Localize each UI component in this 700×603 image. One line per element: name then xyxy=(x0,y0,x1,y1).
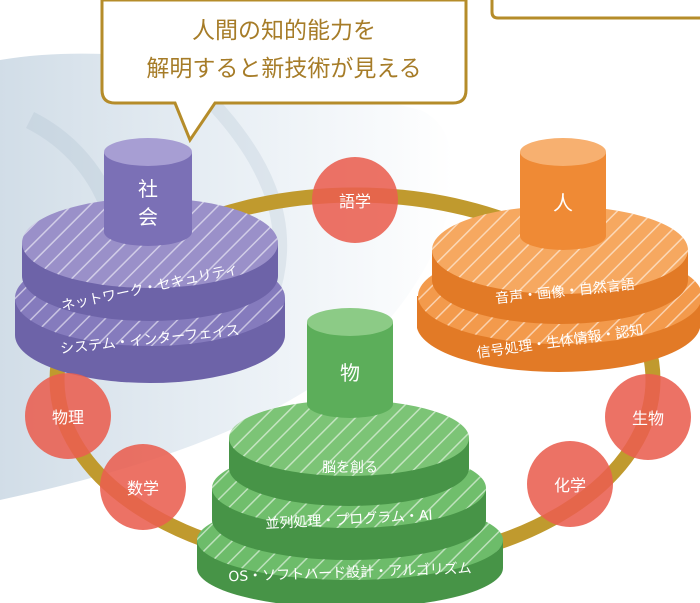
bubble-physics: 物理 xyxy=(25,373,111,459)
bubble-linguistics: 語学 xyxy=(312,157,398,243)
bubble-biology: 生物 xyxy=(605,374,691,460)
human-cap-label: 人 xyxy=(553,191,573,215)
partial-box-top-right xyxy=(490,0,700,20)
callout-line-1: 人間の知的能力を xyxy=(192,18,376,44)
matter-cap-label: 物 xyxy=(340,361,360,385)
bubble-mathematics: 数学 xyxy=(100,444,186,530)
bubble-chemistry: 化学 xyxy=(527,441,613,527)
bubble-biology-label: 生物 xyxy=(632,409,664,428)
matter-tier1-label: 脳を創る xyxy=(322,460,378,476)
society-cap-label-1: 社 xyxy=(138,177,158,201)
society-cap-label-2: 会 xyxy=(138,205,158,229)
callout-line-2: 解明すると新技術が見える xyxy=(146,56,421,82)
bubble-physics-label: 物理 xyxy=(52,408,84,427)
bubble-mathematics-label: 数学 xyxy=(127,479,159,498)
bubble-linguistics-label: 語学 xyxy=(339,192,371,211)
human-stack: 人 音声・画像・自然言語 信号処理・生体情報・認知 xyxy=(417,138,700,372)
callout-bubble: 人間の知的能力を 解明すると新技術が見える xyxy=(100,0,468,144)
matter-stack: 物 脳を創る 並列処理・プログラム・AI OS・ソフトハード設計・アルゴリズム xyxy=(197,308,503,603)
bubble-chemistry-label: 化学 xyxy=(554,476,586,495)
society-stack: 社 会 ネットワーク・セキュリティ システム・インターフェイス xyxy=(15,138,285,383)
